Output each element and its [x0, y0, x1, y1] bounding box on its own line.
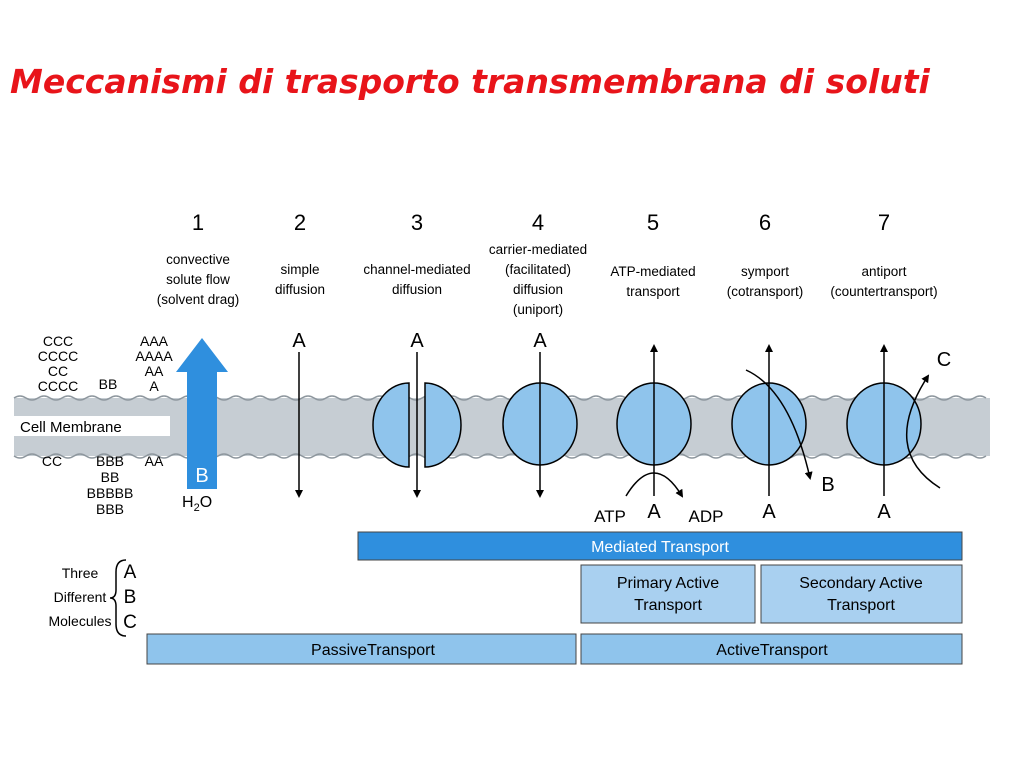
channel-solute: A [410, 330, 424, 352]
antiport-solute-a: A [877, 501, 891, 523]
antiport-solute-c: C [937, 349, 951, 371]
mechanism-5-line-2: transport [626, 284, 680, 299]
molecules-c-out-1: CCC [43, 333, 73, 349]
legend-line-2: Different [54, 589, 107, 605]
slide-title: Meccanismi di trasporto transmembrana di… [10, 62, 930, 101]
molecules-c-out-3: CC [48, 363, 68, 379]
active-transport-label: ActiveTransport [716, 642, 828, 659]
primary-active-transport-line-1: Primary Active [617, 575, 719, 592]
uniport-solute: A [533, 330, 547, 352]
legend-line-1: Three [62, 565, 99, 581]
legend-line-3: Molecules [48, 613, 111, 629]
mechanism-6-line-1: symport [741, 264, 789, 279]
mediated-transport-label: Mediated Transport [591, 539, 729, 556]
atp-hydrolysis-arrow [625, 472, 684, 498]
mechanism-4-line-2: (facilitated) [505, 262, 571, 277]
atp-label: ATP [594, 507, 626, 526]
molecules-c-out-4: CCCC [38, 378, 78, 394]
mechanism-1-line-2: solute flow [166, 272, 230, 287]
mechanism-6-number: 6 [759, 210, 771, 235]
membrane-label: Cell Membrane [20, 419, 122, 436]
primary-active-transport-box [580, 564, 756, 624]
molecules-a-out-2: AAAA [135, 348, 173, 364]
molecules-a-out-3: AA [145, 363, 164, 379]
adp-label: ADP [689, 507, 724, 526]
mechanism-2-line-2: diffusion [275, 282, 325, 297]
molecules-a-out-4: A [149, 378, 159, 394]
secondary-active-transport-box [760, 564, 963, 624]
mechanism-3-number: 3 [411, 210, 423, 235]
legend-letter-c: C [123, 612, 137, 633]
molecules-b-in-2: BB [101, 469, 120, 485]
mediated-transport-bar [357, 531, 963, 561]
mechanism-2-line-1: simple [280, 262, 319, 277]
molecules-b-out: BB [99, 376, 118, 392]
mechanism-3-line-1: channel-mediated [363, 262, 470, 277]
antiport-arrow-c [906, 374, 941, 489]
mechanism-7-line-2: (countertransport) [830, 284, 937, 299]
atp-pump-solute: A [647, 501, 661, 523]
molecules-a-out-1: AAA [140, 333, 169, 349]
mechanism-3-line-2: diffusion [392, 282, 442, 297]
molecules-a-in: AA [145, 453, 164, 469]
molecules-c-in: CC [42, 453, 62, 469]
passive-transport-bar [146, 633, 577, 665]
legend-letter-b: B [124, 587, 137, 608]
symport-solute-a: A [762, 501, 776, 523]
mechanism-4-line-1: carrier-mediated [489, 242, 587, 257]
primary-active-transport-line-2: Transport [634, 597, 702, 614]
solvent-arrow-letter: B [195, 465, 208, 487]
mechanism-4-line-3: diffusion [513, 282, 563, 297]
secondary-active-transport-line-1: Secondary Active [799, 575, 923, 592]
mechanism-7-number: 7 [878, 210, 890, 235]
mechanism-6-line-2: (cotransport) [727, 284, 804, 299]
molecules-b-in-3: BBBBB [87, 485, 134, 501]
legend-letter-a: A [124, 562, 137, 583]
mechanism-4-line-4: (uniport) [513, 302, 563, 317]
cell-membrane [13, 395, 990, 459]
mechanism-1-line-1: convective [166, 252, 230, 267]
secondary-active-transport-line-2: Transport [827, 597, 895, 614]
mechanism-1-number: 1 [192, 210, 204, 235]
passive-transport-label: PassiveTransport [311, 642, 435, 659]
solvent-flow-arrow [176, 338, 228, 489]
mechanism-4-number: 4 [532, 210, 544, 235]
mechanism-2-number: 2 [294, 210, 306, 235]
mechanism-5-number: 5 [647, 210, 659, 235]
membrane-label-bg [14, 416, 170, 436]
symport-arrow-b [745, 369, 813, 480]
symport-solute-b: B [821, 474, 834, 496]
molecules-c-out-2: CCCC [38, 348, 78, 364]
channel-protein [372, 382, 462, 468]
molecules-b-in-4: BBB [96, 501, 124, 517]
legend-brace [109, 559, 127, 637]
molecules-b-in-1: BBB [96, 453, 124, 469]
mechanism-7-line-1: antiport [861, 264, 906, 279]
water-label: H2O [182, 494, 212, 514]
simple-diffusion-solute: A [292, 330, 306, 352]
mechanism-5-line-1: ATP-mediated [610, 264, 695, 279]
active-transport-bar [580, 633, 963, 665]
mechanism-1-line-3: (solvent drag) [157, 292, 240, 307]
